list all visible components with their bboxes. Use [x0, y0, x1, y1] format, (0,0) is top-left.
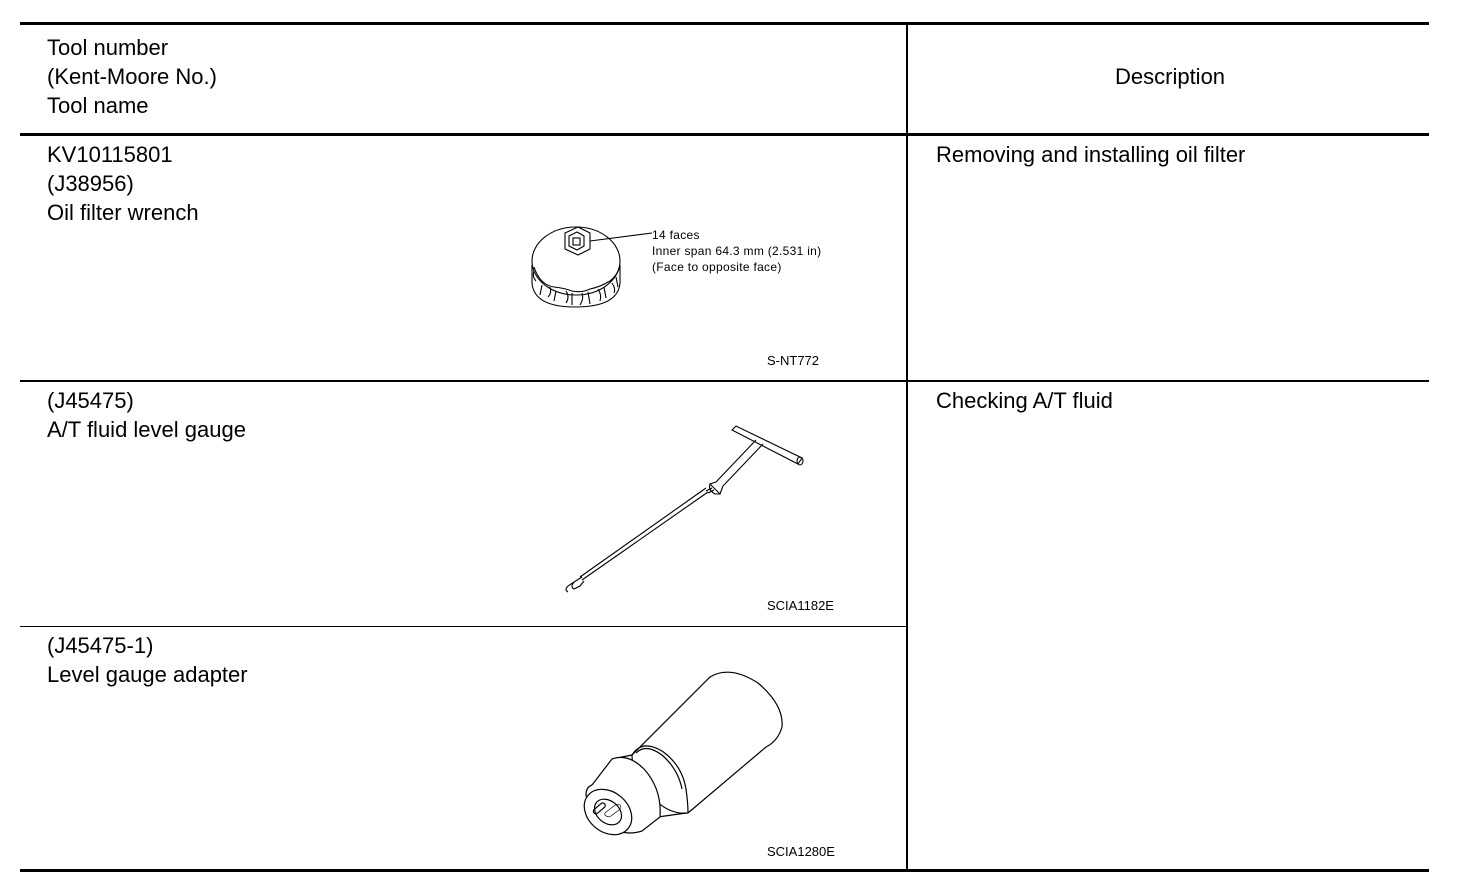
- table-bottom-border: [20, 869, 1429, 872]
- row-1-tool-number: KV10115801: [47, 142, 173, 167]
- oil-filter-callout-face-note: (Face to opposite face): [652, 260, 782, 274]
- oil-filter-callout-span: Inner span 64.3 mm (2.531 in): [652, 244, 822, 258]
- column-divider: [906, 22, 908, 872]
- row-2-kent-moore: (J45475): [47, 388, 134, 413]
- row-2-description: Checking A/T fluid: [936, 388, 1113, 413]
- row-3-kent-moore: (J45475-1): [47, 633, 154, 658]
- row-2-bottom-border: [20, 626, 908, 627]
- row-3-image-code: SCIA1280E: [767, 844, 835, 859]
- row-1-description: Removing and installing oil filter: [936, 142, 1246, 167]
- oil-filter-callout-faces: 14 faces: [652, 228, 700, 242]
- row-1-tool-name: Oil filter wrench: [47, 200, 199, 225]
- header-tool-number: Tool number: [47, 35, 169, 60]
- header-description: Description: [1115, 64, 1226, 89]
- oil-filter-wrench-illustration: [531, 226, 653, 308]
- row-3-tool-name: Level gauge adapter: [47, 662, 248, 687]
- header-tool-name: Tool name: [47, 93, 149, 118]
- fluid-level-gauge-illustration: [565, 425, 804, 593]
- table-top-border: [20, 22, 1429, 25]
- header-kent-moore: (Kent-Moore No.): [47, 64, 217, 89]
- row-1-kent-moore: (J38956): [47, 171, 134, 196]
- row-2-image-code: SCIA1182E: [767, 598, 834, 613]
- row-1-bottom-border: [20, 380, 1429, 382]
- level-gauge-adapter-illustration: [583, 671, 783, 836]
- row-2-tool-name: A/T fluid level gauge: [47, 417, 246, 442]
- row-1-image-code: S-NT772: [767, 353, 820, 368]
- header-bottom-border: [20, 133, 1429, 136]
